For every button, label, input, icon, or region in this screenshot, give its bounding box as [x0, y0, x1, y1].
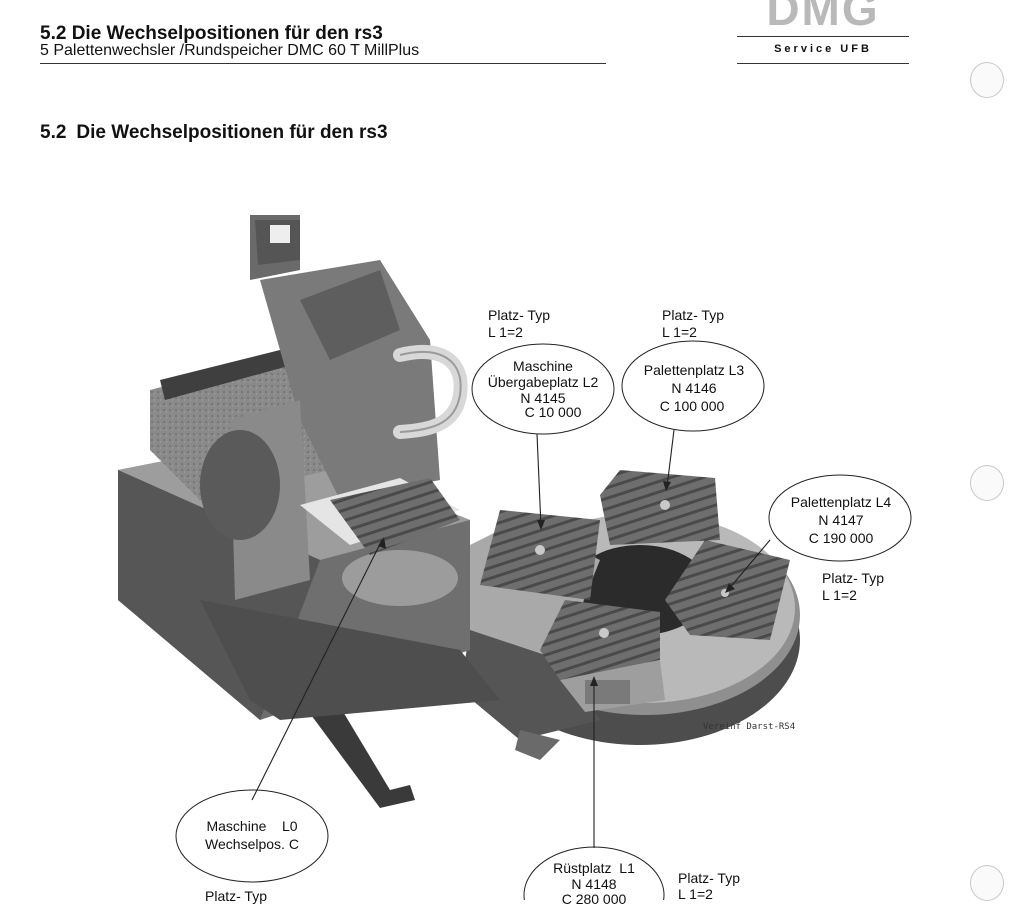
l4-type-label: Platz- Typ — [822, 570, 884, 586]
l0-name-1: Maschine L0 — [206, 818, 298, 834]
leader-line-l0 — [251, 539, 383, 801]
image-caption: Vereinf Darst-RS4 — [703, 722, 796, 732]
punch-hole-top — [970, 62, 1004, 98]
dmg-logo: DMG Service UFB — [737, 0, 909, 66]
l3-name: Palettenplatz L3 — [643, 362, 745, 378]
header-rule — [40, 63, 606, 64]
punch-hole-middle — [970, 465, 1004, 501]
l1-type-value: L 1=2 — [678, 886, 713, 902]
l2-n-param: N 4145 — [520, 390, 566, 406]
logo-brand: DMG — [766, 0, 880, 35]
l2-c-param: C 10 000 — [524, 404, 582, 420]
l1-type-label: Platz- Typ — [678, 870, 740, 886]
l4-c-param: C 190 000 — [808, 530, 874, 546]
l2-type-value: L 1=2 — [488, 324, 523, 340]
arrowhead-l2 — [537, 520, 545, 530]
l4-n-param: N 4147 — [818, 512, 864, 528]
l3-type-value: L 1=2 — [662, 324, 697, 340]
callout-l2-ellipse — [471, 343, 615, 435]
arrowhead-l3 — [663, 481, 671, 491]
l1-n-param: N 4148 — [571, 876, 617, 892]
logo-tagline: Service UFB — [774, 43, 872, 55]
section-title: Die Wechselpositionen für den rs3 — [76, 122, 388, 143]
section-number: 5.2 — [40, 122, 67, 143]
arrowhead-l0 — [378, 537, 386, 549]
l3-n-param: N 4146 — [671, 380, 717, 396]
l1-c-param: C 280 000 — [561, 891, 627, 907]
l0-name-2: Wechselpos. C — [205, 836, 299, 852]
l2-type-label: Platz- Typ — [488, 307, 550, 323]
header-title: 5.2 Die Wechselpositionen für den rs3 — [40, 23, 383, 44]
machine-body — [118, 215, 560, 808]
l2-name-1: Maschine — [513, 358, 573, 374]
logo-rule-bottom — [737, 63, 909, 64]
callout-l3-ellipse — [621, 340, 765, 432]
logo-rule-top — [737, 36, 909, 37]
leader-line-l2 — [536, 433, 542, 528]
arrowhead-l1 — [590, 676, 598, 686]
l3-c-param: C 100 000 — [659, 398, 725, 414]
l1-name: Rüstplatz L1 — [553, 860, 635, 876]
header-subtitle: 5 Palettenwechsler /Rundspeicher DMC 60 … — [40, 42, 420, 59]
l0-type-label: Platz- Typ — [205, 888, 267, 904]
callout-l0-ellipse — [175, 789, 329, 883]
callout-l4-ellipse — [768, 474, 912, 562]
section-heading: 5.2 Die Wechselpositionen für den rs3 — [40, 122, 388, 144]
leader-line-l3 — [666, 429, 675, 488]
l4-name: Palettenplatz L4 — [790, 494, 892, 510]
pallets — [480, 470, 790, 712]
l2-name-2: Übergabeplatz L2 — [487, 374, 599, 390]
l3-type-label: Platz- Typ — [662, 307, 724, 323]
arrowhead-l4 — [725, 583, 735, 593]
leader-line-l4 — [727, 539, 771, 591]
l4-type-value: L 1=2 — [822, 587, 857, 603]
